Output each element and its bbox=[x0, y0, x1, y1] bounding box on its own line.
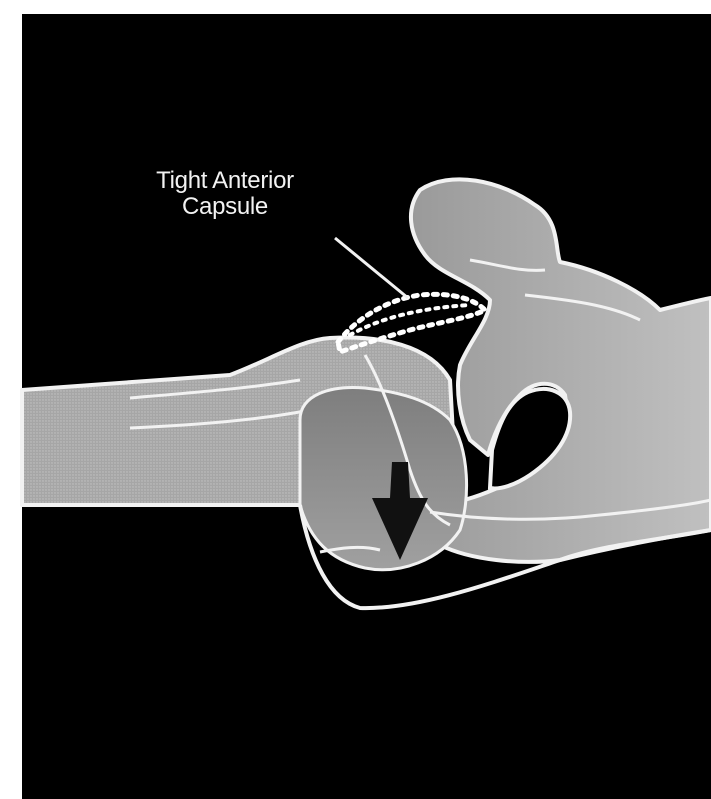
tight-anterior-capsule-label: Tight Anterior Capsule bbox=[95, 168, 355, 220]
label-line-2: Capsule bbox=[95, 194, 355, 220]
anterior-capsule bbox=[338, 294, 485, 352]
humeral-head bbox=[300, 387, 467, 569]
label-leader-line bbox=[335, 238, 408, 298]
label-line-1: Tight Anterior bbox=[95, 168, 355, 194]
